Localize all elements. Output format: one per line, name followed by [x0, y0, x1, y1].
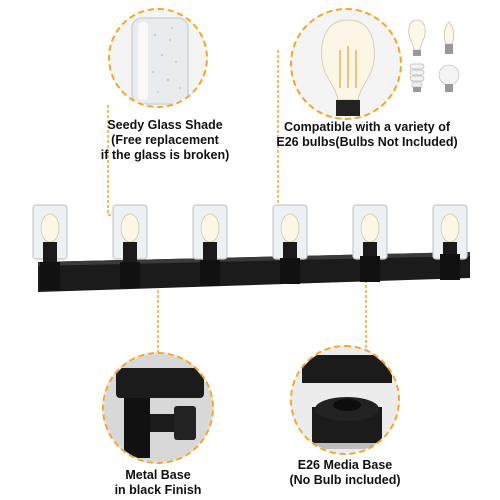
bulb-3 — [200, 213, 220, 243]
glass-caption: Seedy Glass Shade (Free replacement if t… — [80, 118, 250, 163]
bulb-caption: Compatible with a variety of E26 bulbs(B… — [258, 120, 476, 150]
media-base-caption-line-1: E26 Media Base — [297, 458, 393, 472]
glass-shade-image — [131, 17, 189, 105]
metal-base-caption-line-2: in black Finish — [114, 483, 202, 497]
bulb-2 — [120, 213, 140, 243]
bulb-caption-line-1: Compatible with a variety of — [283, 120, 450, 134]
bulb-1 — [40, 213, 60, 243]
media-base-caption-line-2: (No Bulb included) — [289, 473, 401, 487]
media-base-image — [292, 347, 398, 453]
edison-bulb-image — [321, 19, 375, 116]
metal-base-caption-line-1: Metal Base — [125, 468, 191, 482]
glass-caption-line-3: if the glass is broken) — [100, 148, 230, 162]
metal-base-image — [104, 354, 212, 462]
bulb-4 — [280, 213, 300, 243]
glass-caption-line-1: Seedy Glass Shade — [107, 118, 223, 132]
small-spiral-bulb-icon — [409, 63, 425, 92]
media-base-closeup — [290, 345, 400, 455]
bulb-caption-line-2: E26 bulbs(Bulbs Not Included) — [276, 135, 458, 149]
metal-base-caption: Metal Base in black Finish — [88, 468, 228, 498]
glass-caption-line-2: (Free replacement — [111, 133, 219, 147]
fixture-arms — [40, 254, 460, 290]
fixture-bulbs — [40, 213, 460, 243]
small-globe-bulb-icon — [438, 64, 460, 92]
metal-base-closeup — [102, 352, 214, 464]
glass-shade-closeup — [108, 8, 208, 108]
small-edison-bulb-icon — [408, 19, 426, 56]
fixture-shades — [32, 204, 468, 260]
media-base-caption: E26 Media Base (No Bulb included) — [275, 458, 415, 488]
bulb-6 — [440, 213, 460, 243]
small-candle-bulb-icon — [443, 21, 455, 54]
bulb-closeup — [290, 8, 402, 120]
bulb-5 — [360, 213, 380, 243]
